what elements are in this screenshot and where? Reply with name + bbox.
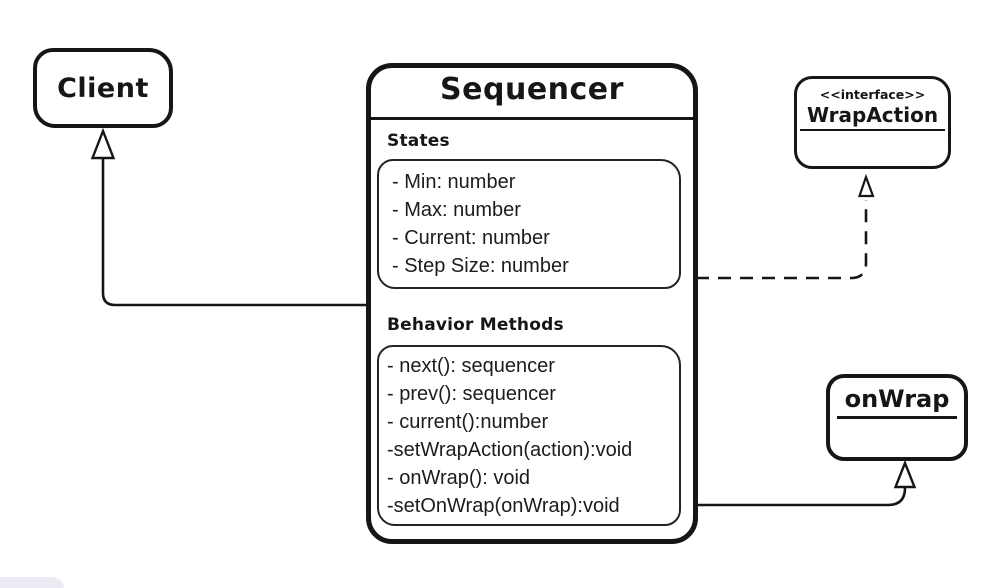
client-title: Client <box>57 72 149 104</box>
onwrap-connector-line <box>696 484 907 507</box>
wrapaction-title: WrapAction <box>799 103 946 131</box>
node-sequencer: Sequencer States - Min: number - Max: nu… <box>366 63 698 544</box>
method-item: -setWrapAction(action):void <box>387 439 633 461</box>
onwrap-title: onWrap <box>836 385 958 419</box>
methods-section-label: Behavior Methods <box>387 315 564 335</box>
method-item: - current():number <box>387 411 549 433</box>
inheritance-arrowhead-icon <box>90 127 116 160</box>
node-onwrap: onWrap <box>826 374 968 461</box>
method-item: - next(): sequencer <box>387 355 555 377</box>
sequencer-title: Sequencer <box>440 72 624 107</box>
dependency-arrowhead-icon <box>857 173 875 198</box>
state-item: - Max: number <box>392 199 521 221</box>
methods-list: - next(): sequencer - prev(): sequencer … <box>377 345 681 526</box>
client-connector-line <box>101 159 368 307</box>
inheritance-arrowhead-icon <box>893 459 917 489</box>
cropped-corner-shape <box>0 577 64 588</box>
method-item: - prev(): sequencer <box>387 383 556 405</box>
method-item: -setOnWrap(onWrap):void <box>387 495 620 517</box>
states-section-label: States <box>387 131 450 151</box>
title-divider <box>371 117 693 120</box>
method-item: - onWrap(): void <box>387 467 531 489</box>
state-item: - Current: number <box>392 227 550 249</box>
node-client: Client <box>33 48 173 128</box>
state-item: - Step Size: number <box>392 255 569 277</box>
interface-stereotype: <<interface>> <box>819 87 926 102</box>
wrapaction-dashed-connector-line <box>696 200 868 280</box>
state-item: - Min: number <box>392 171 516 193</box>
states-list: - Min: number - Max: number - Current: n… <box>377 159 681 289</box>
node-wrapaction: <<interface>> WrapAction <box>794 76 951 169</box>
